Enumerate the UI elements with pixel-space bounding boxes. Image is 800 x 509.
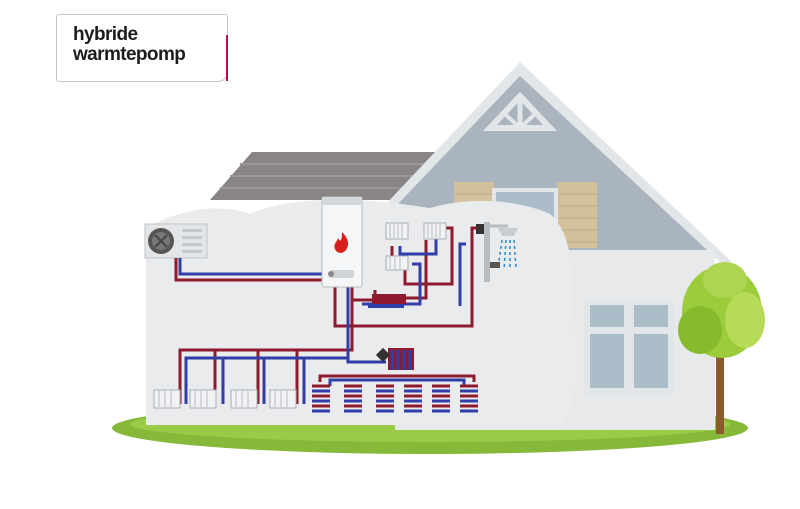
logo-text-line1: hybride	[73, 24, 138, 45]
tree-icon	[678, 262, 765, 434]
house-cutaway	[146, 199, 576, 425]
logo-text-line2: warmtepomp	[73, 44, 186, 65]
brand-logo: hybride warmtepomp	[56, 14, 228, 82]
flame-icon	[334, 232, 349, 253]
roof	[210, 152, 440, 200]
outdoor-unit-fan-icon	[144, 223, 208, 259]
ground-floor-radiators	[153, 389, 297, 409]
manifold	[368, 294, 414, 370]
radiator-icon	[385, 222, 447, 271]
underfloor-coil-icon	[312, 384, 478, 413]
window-lower	[584, 300, 674, 394]
gas-boiler	[321, 196, 363, 288]
shower-icon	[476, 222, 518, 282]
